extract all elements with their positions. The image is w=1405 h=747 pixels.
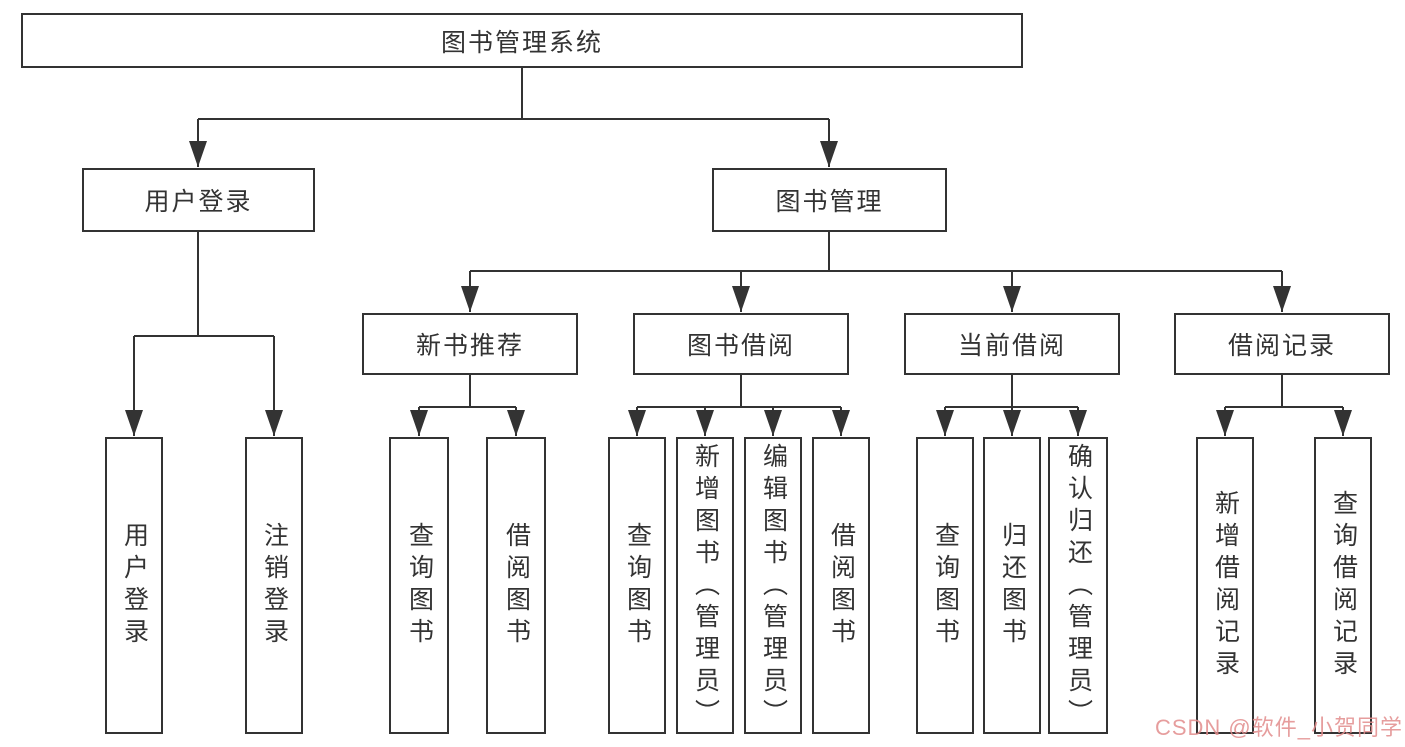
node-borrowing-records: 借阅记录 bbox=[1174, 313, 1390, 375]
leaf-borrow-edit-books-admin: 编辑图书（管理员） bbox=[744, 437, 802, 734]
node-current-borrowing: 当前借阅 bbox=[904, 313, 1120, 375]
leaf-user-login: 用户登录 bbox=[105, 437, 163, 734]
node-user-login: 用户登录 bbox=[82, 168, 315, 232]
leaf-current-return-books: 归还图书 bbox=[983, 437, 1041, 734]
node-root-library-system: 图书管理系统 bbox=[21, 13, 1023, 68]
leaf-borrow-add-books-admin: 新增图书（管理员） bbox=[676, 437, 734, 734]
node-book-management: 图书管理 bbox=[712, 168, 947, 232]
node-book-borrowing: 图书借阅 bbox=[633, 313, 849, 375]
leaf-newbook-query-books: 查询图书 bbox=[389, 437, 449, 734]
leaf-current-confirm-return-admin: 确认归还（管理员） bbox=[1048, 437, 1108, 734]
leaf-newbook-borrow-books: 借阅图书 bbox=[486, 437, 546, 734]
leaf-logout: 注销登录 bbox=[245, 437, 303, 734]
leaf-current-query-books: 查询图书 bbox=[916, 437, 974, 734]
watermark-text: CSDN @软件_小贺同学 bbox=[1154, 715, 1403, 740]
leaf-record-add-borrow-record: 新增借阅记录 bbox=[1196, 437, 1254, 734]
leaf-borrow-query-books: 查询图书 bbox=[608, 437, 666, 734]
leaf-record-query-borrow-record: 查询借阅记录 bbox=[1314, 437, 1372, 734]
leaf-borrow-borrow-books: 借阅图书 bbox=[812, 437, 870, 734]
node-new-book-recommendation: 新书推荐 bbox=[362, 313, 578, 375]
connector-path bbox=[133, 68, 1344, 436]
